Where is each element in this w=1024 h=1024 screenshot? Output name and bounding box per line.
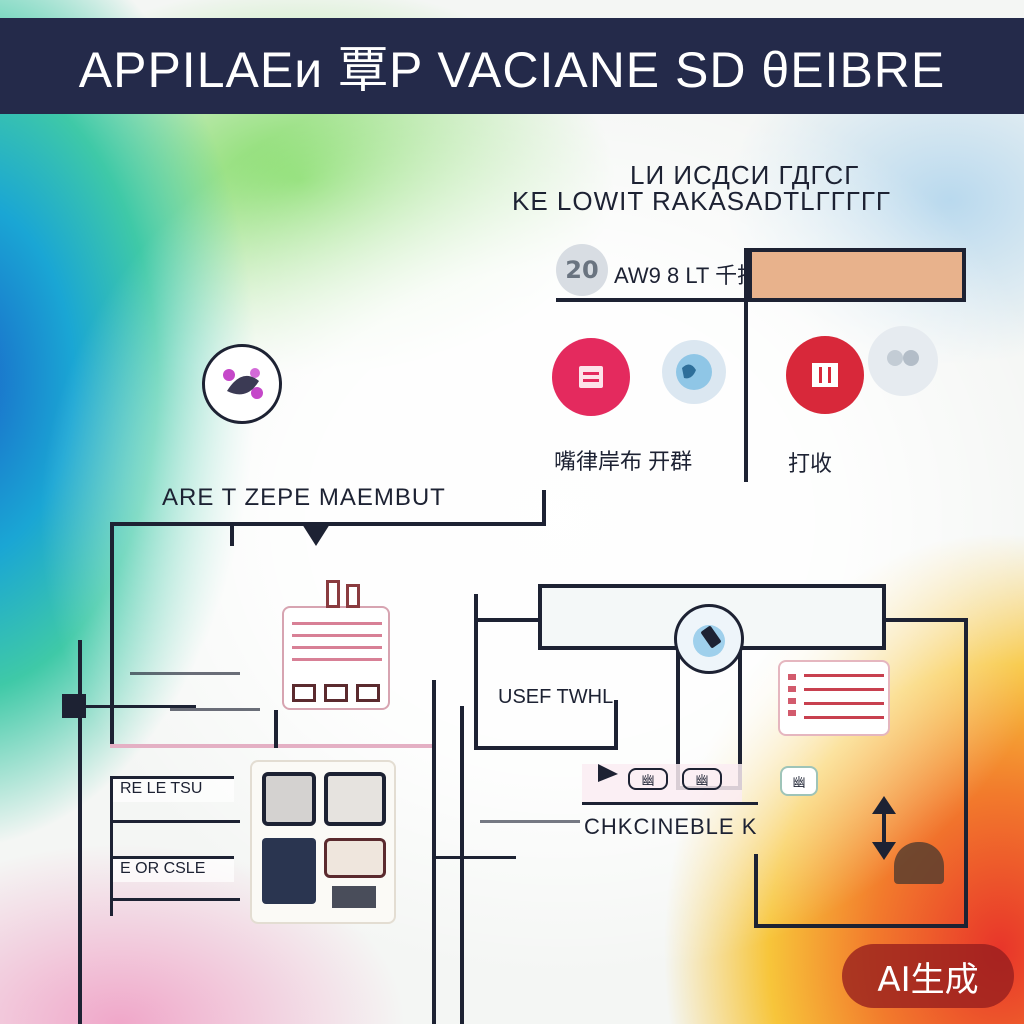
leaf-icon-glyph [223, 368, 263, 399]
left-section-title: ARE T ZEPE MAEMBUT [162, 484, 446, 511]
globe-icon [662, 340, 726, 404]
badge-icon: 20 [556, 244, 608, 296]
down-arrow-icon [302, 524, 330, 546]
pencil-icon-glyph [693, 625, 725, 657]
small-badge-3: 幽 [682, 768, 722, 790]
center-rail-1 [432, 680, 436, 1024]
outer-left-rail [78, 640, 82, 1024]
red-book-icon [786, 336, 864, 414]
subtitle-line-2: KE LOWIT RAKASADTLГГГГГ [512, 186, 891, 216]
bottom-connector-2 [480, 820, 580, 823]
rail-connector-2 [130, 672, 240, 675]
title-bar: APPILAEи 覃P VACIANE SD θEIBRE [0, 18, 1024, 114]
small-badge-1: 幽 [780, 766, 818, 796]
subtitle-line-1: LИ ИСДСИ ГДГСГ [630, 160, 860, 190]
right-section-rightline [964, 618, 968, 928]
mid-label: USEF TWHL [498, 686, 614, 708]
right-section-baseline [754, 924, 968, 928]
row-rail [110, 776, 113, 916]
globe-icon-glyph [676, 354, 712, 390]
doc-card-drop [274, 710, 278, 748]
people-icon [868, 326, 938, 396]
pencil-icon [674, 604, 744, 674]
book-icon-glyph [812, 363, 838, 387]
left-section-tick [542, 490, 546, 526]
bottom-label: CHKCINEBLE K [584, 814, 758, 839]
double-arrow-icon [872, 796, 896, 860]
pink-document-icon [552, 338, 630, 416]
center-rail-2 [460, 706, 464, 1024]
top-vertical-connector [744, 248, 748, 482]
pink-strip-line [582, 802, 758, 805]
doc-tab-1 [326, 580, 340, 608]
leaf-icon [202, 344, 282, 424]
red-circle-caption: 打收 [788, 451, 833, 476]
document-card [282, 606, 390, 710]
rail-connector-3 [170, 708, 260, 711]
row-label-2-box [110, 856, 234, 882]
row-label-2: E OR CSLE [120, 860, 206, 877]
top-bar-fill [748, 248, 966, 302]
row-underline-1 [110, 820, 240, 823]
dome-icon [894, 842, 944, 884]
top-bar-label: AW9 8 LT 千择 [614, 263, 760, 288]
rail-node [62, 694, 86, 718]
people-icon-glyph [887, 350, 919, 366]
bottom-connector [436, 856, 516, 859]
left-section-leftline [110, 522, 114, 748]
row-underline-2 [110, 898, 240, 901]
form-card [778, 660, 890, 736]
document-icon-glyph [579, 366, 603, 388]
ai-generated-badge: AI生成 [842, 944, 1014, 1008]
mid-label-drop [614, 700, 618, 750]
rail-connector-1 [86, 705, 196, 708]
row-label-1-box [110, 776, 234, 802]
left-section-drop [230, 522, 234, 546]
small-badge-2: 幽 [628, 768, 668, 790]
right-section-bottomline [474, 746, 614, 750]
top-bar-baseline [556, 298, 966, 302]
right-section-inner-drop [754, 854, 758, 928]
left-section-pinkline [110, 744, 432, 748]
row-label-1: RE LE TSU [120, 780, 203, 797]
arrow-right-icon [598, 764, 618, 782]
page-title: APPILAEи 覃P VACIANE SD θEIBRE [78, 42, 946, 98]
photo-grid-card [250, 760, 396, 924]
right-section-leftline [474, 594, 478, 750]
pink-circle-caption: 嘴律岸布 开群 [554, 449, 693, 474]
doc-tab-2 [346, 584, 360, 608]
